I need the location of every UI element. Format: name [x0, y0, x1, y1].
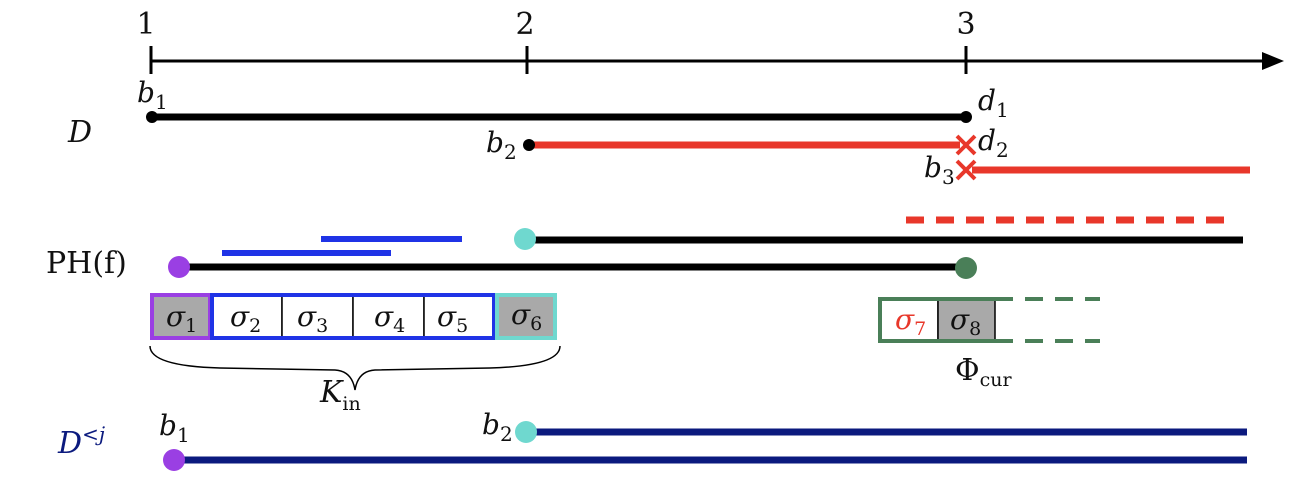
green-frame — [878, 297, 995, 343]
cross-icon — [955, 134, 977, 156]
cell-sigma3-label: σ3 — [297, 300, 328, 337]
label-d1: d1 — [978, 84, 1009, 122]
point-green — [955, 257, 977, 279]
cell-sigma4-label: σ4 — [374, 300, 405, 337]
tick-label: 1 — [136, 7, 155, 42]
row-label-ph: PH(f) — [46, 246, 127, 281]
phi-cur-label: Φcur — [955, 353, 1012, 391]
cell-sigma6 — [495, 293, 557, 340]
label-d2: d2 — [978, 124, 1009, 162]
tick-label: 2 — [515, 7, 534, 42]
point-cyan — [515, 421, 537, 443]
cell-sigma1 — [150, 293, 212, 340]
tick-label: 3 — [956, 7, 975, 42]
cell-sigma1-label: σ1 — [166, 300, 197, 337]
diagram-d-group: D b1 d1 b2 d2 b3 — [67, 76, 1250, 189]
row-label-d-less: D<j — [57, 422, 105, 461]
d-less-group: D<j b2 b1 — [57, 408, 1247, 471]
axis-arrow-icon — [1262, 52, 1284, 70]
point-cyan — [514, 228, 536, 250]
point-purple — [168, 256, 190, 278]
cell-sigma6-label: σ6 — [511, 298, 542, 335]
phi-cur-cells: σ7 σ8 Φcur — [878, 297, 1100, 391]
bar-start-dot — [523, 139, 535, 151]
cell-sigma5 — [423, 294, 495, 339]
bar-start-dot — [146, 111, 158, 123]
label-b1: b1 — [137, 76, 168, 114]
label-dless-b1: b1 — [159, 409, 190, 447]
label-dless-b2: b2 — [482, 408, 513, 446]
cell-sigma8 — [937, 298, 996, 342]
cell-sigma2-label: σ2 — [230, 300, 261, 337]
k-in-cells: σ1 σ2 σ3 σ4 σ5 σ6 Kin — [149, 293, 561, 415]
point-purple — [163, 449, 185, 471]
cell-sigma5-label: σ5 — [437, 300, 468, 337]
ph-group: PH(f) — [46, 216, 1243, 281]
cross-icon — [955, 159, 977, 181]
row-label-d: D — [67, 115, 92, 150]
axis: 1 2 3 — [136, 7, 1284, 74]
label-b2: b2 — [486, 126, 517, 164]
label-b3: b3 — [924, 151, 955, 189]
brace-icon — [149, 345, 561, 391]
cell-sigma7-label: σ7 — [895, 303, 926, 340]
cell-sigma8-label: σ8 — [950, 303, 981, 340]
k-in-label: Kin — [319, 375, 361, 415]
bar-end-dot — [960, 111, 972, 123]
blue-frame — [210, 293, 496, 340]
